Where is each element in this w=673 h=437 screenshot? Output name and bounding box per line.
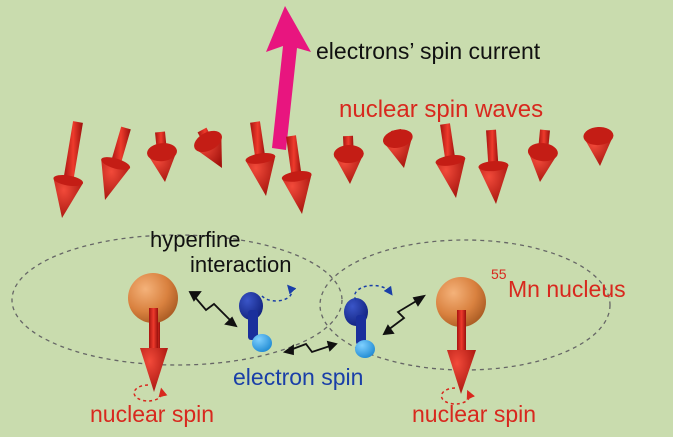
electron-spin-label: electron spin [233,364,364,390]
spin-current-arrow [266,6,311,150]
spin-waves-label: nuclear spin waves [339,96,544,123]
electron-right [344,284,393,358]
precession-left [133,384,168,402]
nucleus-right [436,277,486,405]
nuclear-spin-wave-arrow [194,127,222,168]
interaction-label: interaction [190,252,292,277]
nucleus-left [128,273,178,402]
nuclear-spin-label-left: nuclear spin [90,401,215,427]
nuclear-spin-wave-arrow [435,123,466,198]
nuclear-spin-wave-arrow [101,126,131,200]
precession-right [440,387,475,405]
nuclear-spin-wave-arrow [53,121,84,218]
orbit-left [11,234,343,366]
nuclear-spin-wave-arrow [281,135,312,214]
nuclear-spin-label-right: nuclear spin [412,401,537,427]
isotope-mass-label: 55 [491,266,507,282]
nuclear-spin-wave-arrow [478,129,509,204]
nuclear-spin-wave-arrow [383,128,413,168]
electron-left [239,284,297,352]
nuclear-spin-wave [53,121,614,218]
interaction-arrows [188,291,426,356]
hyperfine-label: hyperfine [150,227,241,252]
precession-electron-left [261,284,297,302]
spin-current-label: electrons’ spin current [316,38,541,64]
nuclear-spin-wave-arrow [527,129,558,182]
nuclear-spin-wave-arrow [147,131,177,182]
nuclear-spin-wave-arrow [583,127,614,166]
nucleus-label: Mn nucleus [508,276,626,302]
nuclear-spin-wave-arrow [333,135,364,184]
precession-electron-right [353,284,393,301]
nuclear-spin-wave-arrow [245,121,276,196]
